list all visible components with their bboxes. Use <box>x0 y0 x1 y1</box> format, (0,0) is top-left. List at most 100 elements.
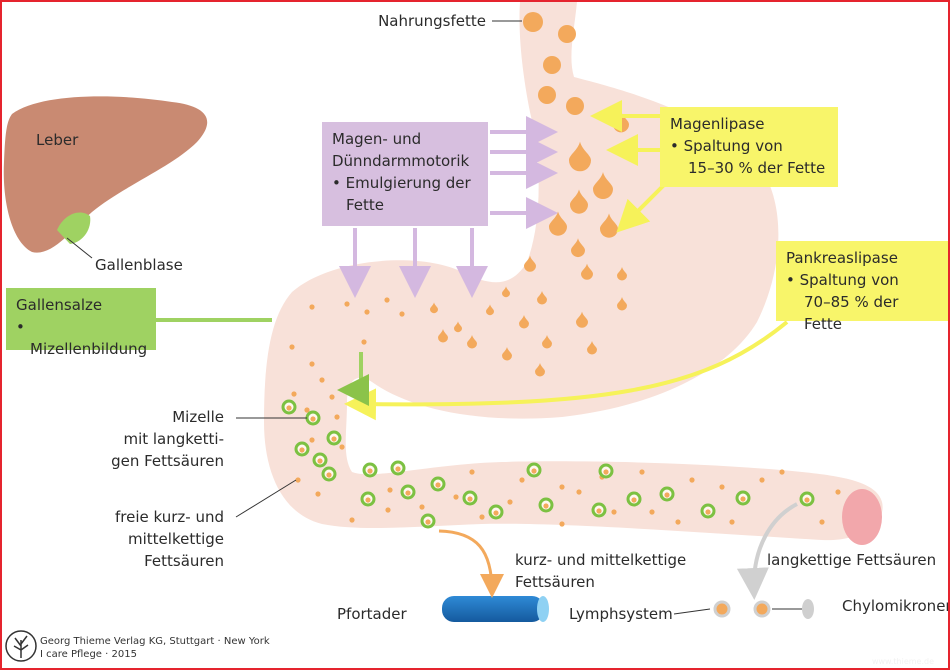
footer-edition: I care Pflege · 2015 <box>40 649 137 660</box>
fat-droplet <box>617 297 627 311</box>
fatty-acid-dot <box>759 477 765 483</box>
lipase-arrows <box>344 100 789 421</box>
portal-arrow <box>438 529 504 598</box>
fatty-acid-dot <box>344 301 350 307</box>
fatty-acid-dot <box>339 444 345 450</box>
micelle-core <box>705 509 711 515</box>
fat-droplet <box>502 286 510 298</box>
kurz-mittel-label: kurz- und mittelkettige Fettsäuren <box>515 551 687 591</box>
micelle-core <box>331 436 337 442</box>
fat-droplet <box>576 311 588 328</box>
fatty-acid-dot <box>399 311 405 317</box>
micelle-core <box>603 469 609 475</box>
chylomikronen-label: Chylomikronen <box>842 597 950 615</box>
micelle-core <box>405 490 411 496</box>
intestine-end <box>842 489 882 545</box>
micelle-core <box>435 482 441 488</box>
fatty-acid-dot <box>384 297 390 303</box>
fatty-acid-dot <box>639 469 645 475</box>
fatty-acid-dot <box>469 469 475 475</box>
fat-droplet <box>617 267 627 281</box>
magenlipase-box: Magenlipase Spaltung von 15–30 % der Fet… <box>660 107 838 187</box>
fatty-acid-dot <box>479 514 485 520</box>
fat-droplet <box>438 329 448 343</box>
fatty-acid-dot <box>309 361 315 367</box>
motorik-box: Magen- und Dünndarmmotorik Emulgierung d… <box>322 122 488 226</box>
micelle-core <box>365 497 371 503</box>
thieme-logo <box>5 630 37 662</box>
watermark: www.thieme.de <box>871 657 934 666</box>
fatty-acid-dot <box>364 309 370 315</box>
bile-arrows <box>156 318 369 406</box>
fat-droplet <box>486 304 494 316</box>
micelles <box>281 399 815 529</box>
fat-droplet <box>537 291 547 305</box>
lymph-dots <box>713 599 814 619</box>
fatty-acid-dot <box>519 477 525 483</box>
fatty-acid-dot <box>385 507 391 513</box>
fatty-acid-dot <box>719 484 725 490</box>
gallenblase-label: Gallenblase <box>95 256 183 274</box>
fat-droplets-split <box>430 110 629 377</box>
micelle-core <box>740 496 746 502</box>
fatty-acid-dot <box>835 489 841 495</box>
fat-droplet <box>581 263 593 280</box>
pfortader-label: Pfortader <box>337 605 407 623</box>
langkettige-label: langkettige Fettsäuren <box>767 551 937 569</box>
micelle-core <box>531 468 537 474</box>
pfortader-vein <box>442 596 544 622</box>
gi-tract <box>264 2 883 541</box>
micelle-core <box>804 497 810 503</box>
fat-droplet <box>535 363 545 377</box>
fat-droplet <box>587 341 597 355</box>
micelle-core <box>299 447 305 453</box>
fatty-acid-dot <box>675 519 681 525</box>
fat-droplet <box>502 347 512 361</box>
fatty-acid-dot <box>309 437 315 443</box>
fatty-acid-dot <box>387 487 393 493</box>
fat-droplet <box>570 189 588 214</box>
motility-arrows <box>339 116 558 298</box>
micelle-core <box>395 466 401 472</box>
fatty-acid-dot <box>304 407 310 413</box>
micelle-core <box>493 510 499 516</box>
fat-droplet <box>549 211 567 236</box>
fatty-acid-dot <box>729 519 735 525</box>
fatty-acid-dot <box>819 519 825 525</box>
leber-label: Leber <box>36 131 79 149</box>
fat-droplet <box>600 213 618 238</box>
micelle-core <box>664 492 670 498</box>
fatty-acid-dot <box>361 339 367 345</box>
fatty-acid-dot <box>334 414 340 420</box>
fat-droplet <box>542 335 552 349</box>
micelle-core <box>425 519 431 525</box>
gallbladder-shape <box>57 212 91 244</box>
fatty-acid-dot <box>315 491 321 497</box>
pankreaslipase-box: Pankreaslipase Spaltung von 70–85 % der … <box>776 241 948 333</box>
fatty-acid-dot <box>329 394 335 400</box>
micelle-core <box>317 458 323 464</box>
fatty-acid-dot <box>319 377 325 383</box>
fat-droplet <box>519 315 529 329</box>
fatty-acid-dot <box>559 521 565 527</box>
micelle-core <box>286 405 292 411</box>
micelle-core <box>596 508 602 514</box>
fat-droplet <box>571 238 586 258</box>
fat-droplets-round <box>523 12 584 115</box>
footer-publisher: Georg Thieme Verlag KG, Stuttgart · New … <box>40 636 270 647</box>
fat-droplet <box>593 172 613 199</box>
fatty-acid-dot <box>309 304 315 310</box>
fatty-acid-dot <box>507 499 513 505</box>
micelle-core <box>543 503 549 509</box>
fatty-acid-dot <box>289 344 295 350</box>
fatty-acid-dot <box>419 504 425 510</box>
fatty-acid-dot <box>295 477 301 483</box>
micelle-core <box>367 468 373 474</box>
fat-droplet <box>454 321 462 333</box>
micelle-core <box>310 416 316 422</box>
fatty-acid-dot <box>559 484 565 490</box>
fatty-acid-dot <box>453 494 459 500</box>
fatty-acid-dot <box>649 509 655 515</box>
